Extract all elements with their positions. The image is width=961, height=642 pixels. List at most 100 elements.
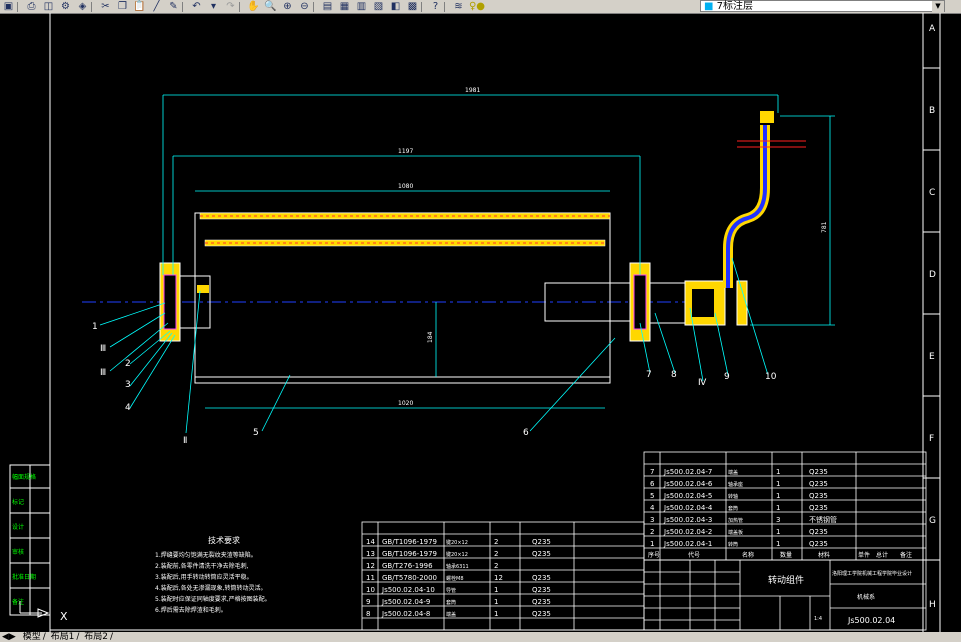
layer-state-icons[interactable]: ♀● (468, 0, 486, 12)
undo-icon[interactable]: ↶ (192, 0, 201, 12)
bom-cell-no: 6 (650, 480, 655, 488)
publish-icon[interactable]: ◈ (78, 0, 87, 12)
bom-cell-name: 轴承座 (728, 481, 743, 488)
bom-cell-no: 12 (366, 562, 375, 570)
tech-note-line: 6.焊后需去除焊渣和毛刺。 (155, 606, 227, 614)
bom-cell-mat: Q235 (809, 468, 828, 476)
zoom-realtime-icon[interactable]: 🔍 (264, 0, 277, 12)
bom-cell-name: 导管 (446, 587, 456, 594)
bom-header: 备注 (900, 551, 912, 559)
bom-cell-qty: 3 (776, 516, 780, 524)
bom-cell-no: 8 (366, 610, 370, 618)
match-icon[interactable]: ╱ (153, 0, 160, 12)
bom-cell-code: Js500.02.04-8 (381, 610, 430, 618)
bom-cell-mat: Q235 (532, 550, 551, 558)
pan-icon[interactable]: ✋ (247, 0, 260, 12)
redo-icon[interactable]: ↷ (226, 0, 235, 12)
callout: 2 (125, 359, 131, 369)
sheet-set-icon[interactable]: ▧ (373, 0, 384, 12)
tab-layout2[interactable]: 布局2 (84, 632, 109, 642)
bom-cell-name: 端盖 (446, 611, 456, 618)
bom-cell-mat: Q235 (532, 598, 551, 606)
ucs-icon: X (19, 601, 68, 623)
part-title: 转动组件 (768, 574, 804, 586)
paste-icon[interactable]: 📋 (133, 0, 146, 12)
bom-cell-qty: 1 (494, 610, 498, 618)
undo-dropdown-icon[interactable]: ▾ (210, 0, 217, 12)
print-icon[interactable]: ⎙ (27, 0, 36, 12)
layer-dropdown[interactable]: ■ 7标注层 ▼ (700, 0, 945, 12)
copy-icon[interactable]: ❐ (118, 0, 127, 12)
save-icon[interactable]: ▣ (3, 0, 14, 12)
callout: 10 (765, 372, 777, 382)
bom-cell-code: GB/T1096-1979 (382, 538, 437, 546)
bom-cell-code: Js500.02.04-5 (663, 492, 712, 500)
bom-cell-code: Js500.02.04-1 (663, 540, 712, 548)
bom-cell-mat: 不锈钢管 (809, 515, 837, 524)
toolbar-separator (182, 1, 188, 12)
bom-cell-qty: 1 (776, 528, 780, 536)
callout: 4 (125, 403, 131, 413)
title-block: 转动组件 洛阳理工学院机械工程学院毕业设计 机械系 Js500.02.04 1:… (643, 559, 927, 631)
bom-cell-code: Js500.02.04-7 (663, 468, 712, 476)
bom-cell-mat: Q235 (532, 610, 551, 618)
callout: Ⅲ (100, 368, 106, 378)
preview-icon[interactable]: ◫ (43, 0, 54, 12)
bom-cell-no: 3 (650, 516, 654, 524)
left-label: 设计 (12, 523, 24, 531)
bom-cell-no: 11 (366, 574, 375, 582)
left-label: 幅面规格 (12, 473, 36, 481)
tech-notes-title: 技术要求 (208, 535, 240, 545)
toolbar-separator (421, 1, 427, 12)
layers-icon[interactable]: ≋ (454, 0, 463, 12)
bom-cell-qty: 1 (776, 540, 780, 548)
dim-mid: 1197 (398, 148, 413, 155)
bom-cell-name: 端盖板 (728, 529, 743, 536)
bom-cell-code: Js500.02.04-3 (663, 516, 712, 524)
standard-toolbar: ▣ ⎙ ◫ ⚙ ◈ ✂ ❐ 📋 ╱ ✎ ↶ ▾ ↷ ✋ 🔍 ⊕ ⊖ ▤ ▦ ▥ … (0, 0, 961, 14)
zoom-window-icon[interactable]: ⊕ (283, 0, 292, 12)
calc-icon[interactable]: ▩ (407, 0, 418, 12)
drawing-number: Js500.02.04 (847, 616, 895, 625)
design-center-icon[interactable]: ▦ (339, 0, 350, 12)
chevron-down-icon[interactable]: ▼ (932, 1, 944, 12)
callout: 8 (671, 370, 677, 380)
tech-note-line: 5.装配时应保证同轴度要求,严格按图装配。 (155, 595, 271, 603)
bom-cell-mat: Q235 (809, 528, 828, 536)
cut-icon[interactable]: ✂ (101, 0, 110, 12)
tech-note-line: 2.装配前,各零件清洗干净去除毛刺, (155, 562, 249, 570)
border-row-letters: A B C D E F G H (929, 24, 936, 610)
zoom-previous-icon[interactable]: ⊖ (300, 0, 309, 12)
tab-model[interactable]: 模型 (22, 632, 41, 642)
bom-cell-name: 螺栓M8 (446, 575, 464, 582)
left-label: 备注 (12, 598, 24, 606)
row-letter: H (929, 600, 936, 610)
brush-icon[interactable]: ✎ (169, 0, 178, 12)
left-label-column: 幅面规格 标记 设计 审核 批准日期 备注 (9, 464, 51, 616)
dim-bottom: 1020 (398, 400, 413, 407)
plot-icon[interactable]: ⚙ (61, 0, 70, 12)
bom-header: 材料 (818, 551, 830, 559)
tech-note-line: 1.焊缝要均匀饱满无裂纹夹渣等缺陷。 (155, 551, 257, 559)
bom-cell-qty: 1 (494, 586, 498, 594)
bom-cell-code: Js500.02.04-4 (663, 504, 713, 512)
tab-nav-arrows-icon[interactable]: ◀▶ (2, 632, 16, 642)
dim-inner: 1080 (398, 183, 413, 190)
left-label: 标记 (12, 498, 24, 506)
toolbar-separator (313, 1, 319, 12)
markup-icon[interactable]: ◧ (390, 0, 401, 12)
drawing-canvas[interactable]: A B C D E F G H 幅面规格 标记 设计 审核 批准日期 备注 (0, 13, 961, 633)
bearing-seat-left (159, 262, 209, 342)
bom-cell-qty: 1 (776, 468, 780, 476)
properties-icon[interactable]: ▤ (322, 0, 333, 12)
help-icon[interactable]: ? (432, 0, 439, 12)
tab-layout1[interactable]: 布局1 (50, 632, 75, 642)
heating-pipes (199, 212, 611, 247)
bom-cell-mat: Q235 (532, 586, 551, 594)
dim-height: 184 (427, 331, 434, 343)
dim-overall: 1981 (465, 87, 480, 94)
toolbar-separator (91, 1, 97, 12)
bom-cell-qty: 1 (494, 598, 498, 606)
tool-palette-icon[interactable]: ▥ (356, 0, 367, 12)
